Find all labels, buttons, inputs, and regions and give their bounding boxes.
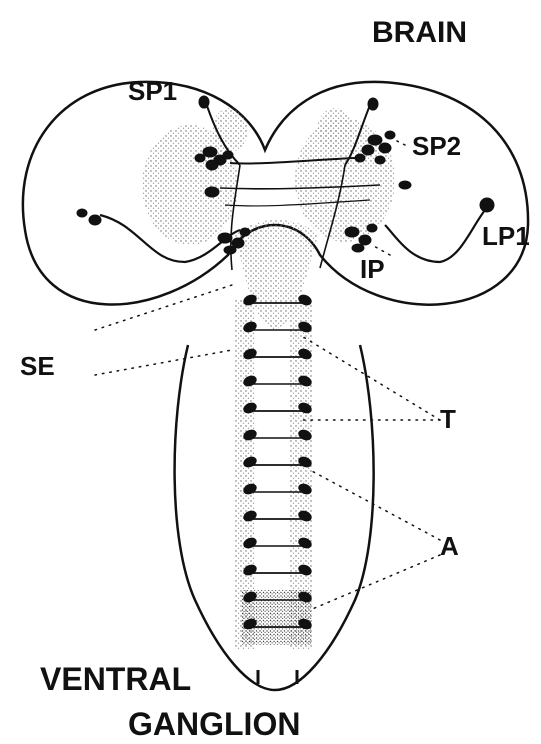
label-ganglion: GANGLION [128, 706, 300, 742]
label-t: T [440, 404, 456, 434]
label-ventral: VENTRAL [40, 661, 191, 697]
label-ip: IP [360, 254, 385, 284]
label-se: SE [20, 351, 55, 381]
label-lp1: LP1 [482, 221, 530, 251]
label-sp2: SP2 [412, 131, 461, 161]
label-a: A [440, 531, 459, 561]
label-sp1: SP1 [128, 76, 177, 106]
label-brain: BRAIN [372, 16, 467, 49]
